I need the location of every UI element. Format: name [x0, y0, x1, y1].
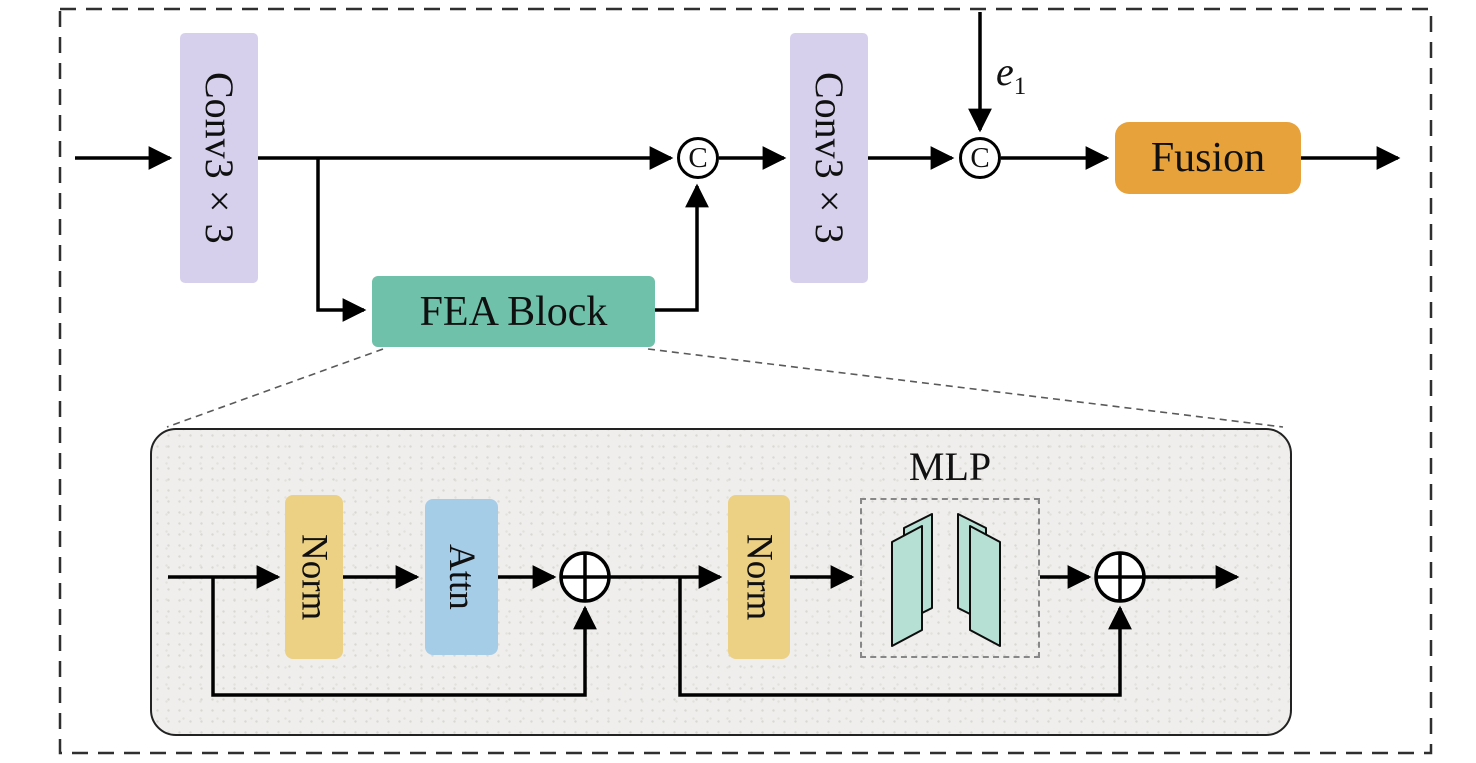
mlp-box	[860, 498, 1040, 658]
concat2-label: C	[970, 141, 990, 174]
mlp-layers-icon	[891, 513, 1001, 647]
fea-block-label: FEA Block	[419, 288, 608, 335]
zoom-guide-right	[647, 348, 1284, 428]
norm1-block: Norm	[285, 495, 343, 659]
mlp-label: MLP	[908, 444, 992, 489]
fea-block: FEA Block	[372, 276, 655, 347]
e1-subscript: 1	[1013, 73, 1027, 100]
fusion-block: Fusion	[1115, 122, 1301, 194]
concat-node-1: C	[677, 137, 719, 179]
concat-node-2: C	[959, 137, 1001, 179]
add-icon-2	[1094, 551, 1146, 603]
arrow-fea-to-concat1	[655, 183, 709, 312]
concat1-label: C	[688, 141, 708, 174]
mlp-sheet-4	[969, 525, 1001, 647]
fusion-label: Fusion	[1150, 135, 1266, 181]
add-icon-1	[559, 551, 611, 603]
outer-dashed-border	[58, 7, 1433, 755]
attn-label: Attn	[441, 544, 482, 610]
conv2-label: Conv3×3	[807, 72, 852, 244]
skip-connection-2	[678, 577, 1132, 697]
e1-base: e	[996, 49, 1014, 94]
e1-label: e1	[996, 48, 1026, 101]
arrow-branch-to-fea	[316, 158, 367, 322]
norm1-label: Norm	[293, 533, 335, 621]
attn-block: Attn	[425, 499, 498, 655]
norm2-block: Norm	[728, 495, 790, 659]
skip-connection-1	[211, 577, 597, 697]
conv1-label: Conv3×3	[197, 72, 242, 244]
conv2-block: Conv3×3	[790, 33, 868, 283]
conv1-block: Conv3×3	[180, 33, 258, 283]
mlp-sheet-2	[891, 525, 923, 647]
zoom-guide-left	[166, 348, 384, 428]
zoom-guides	[166, 348, 1284, 428]
solid-connectors	[75, 12, 1401, 697]
norm2-label: Norm	[738, 533, 780, 621]
